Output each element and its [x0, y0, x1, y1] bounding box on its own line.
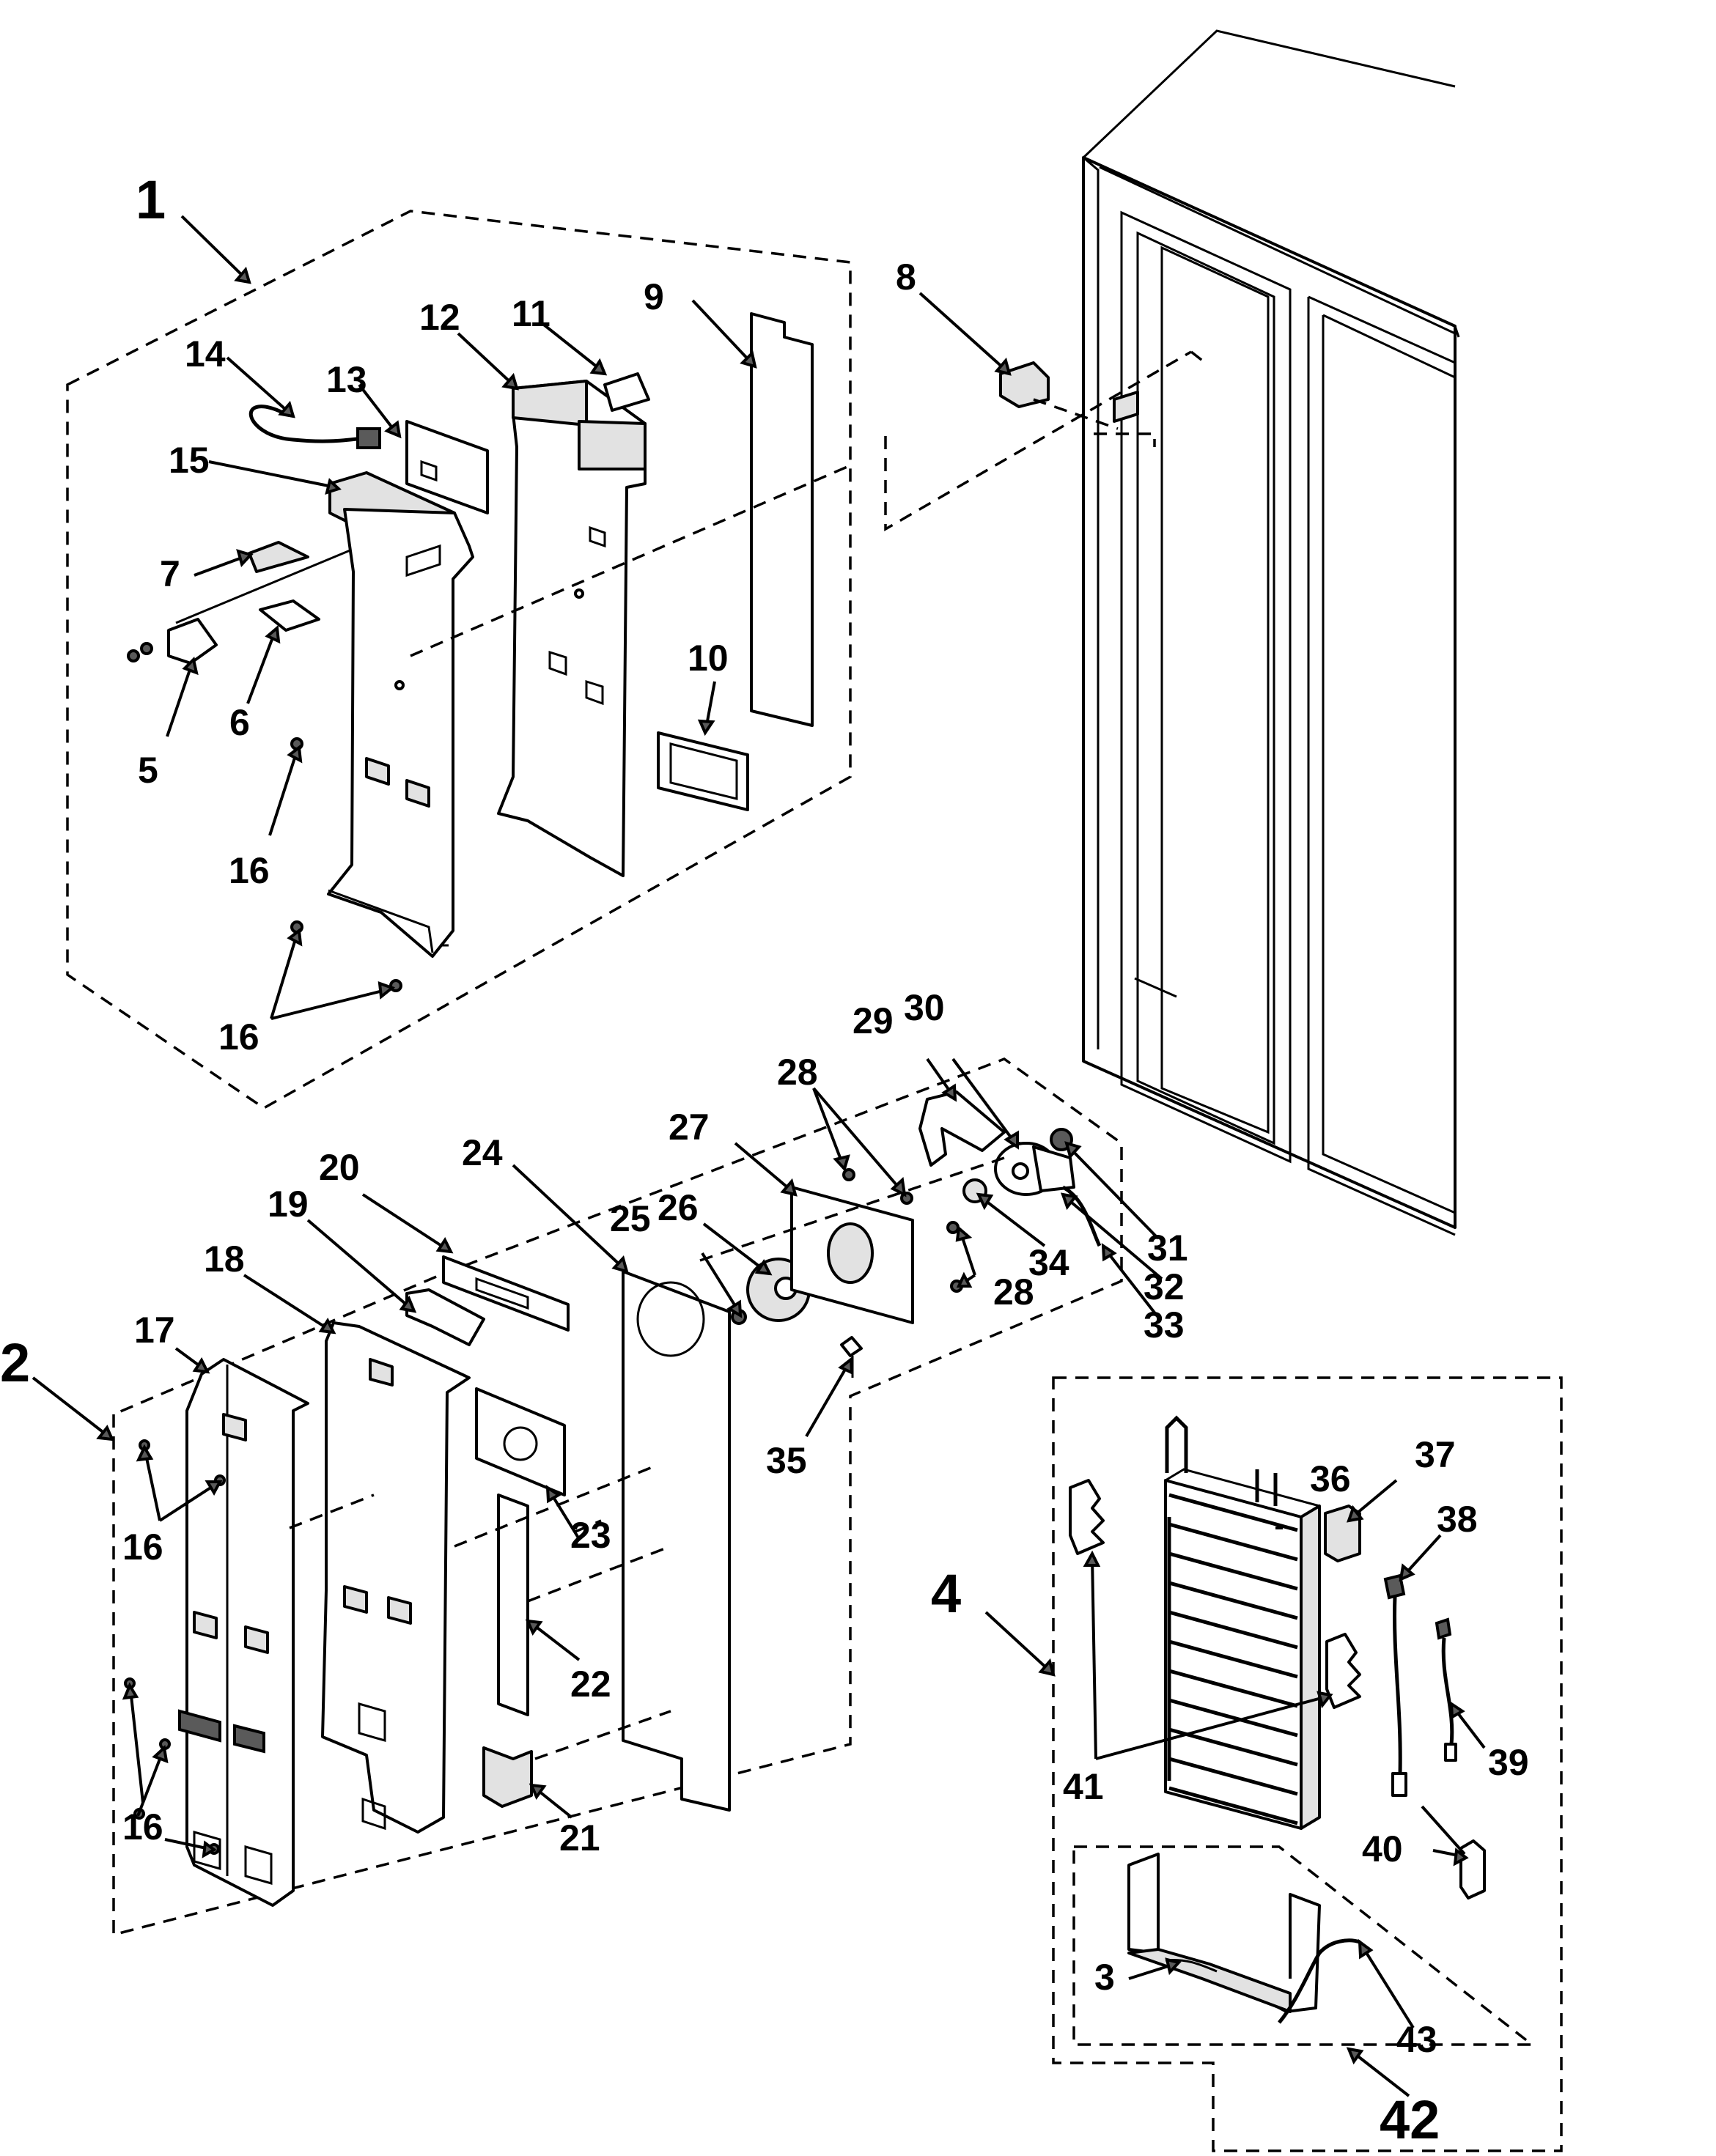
part-15-duct-body [327, 508, 474, 958]
callout-1: 1 [136, 169, 166, 230]
callout-32: 32 [1144, 1266, 1185, 1307]
callout-41: 41 [1063, 1766, 1104, 1807]
callout-5: 5 [138, 750, 158, 791]
callout-31: 31 [1147, 1227, 1188, 1269]
callout-20: 20 [319, 1147, 360, 1188]
callout-42: 42 [1380, 2089, 1440, 2150]
callout-43: 43 [1396, 2019, 1437, 2060]
callout-4: 4 [931, 1563, 961, 1624]
part-23-plate [475, 1387, 566, 1496]
callout-12: 12 [419, 297, 460, 338]
callout-35: 35 [766, 1440, 807, 1481]
callout-21: 21 [559, 1817, 600, 1858]
callout-7: 7 [160, 553, 180, 594]
callout-40: 40 [1362, 1828, 1403, 1869]
callout-16-d: 16 [122, 1806, 163, 1847]
part-20-plate [442, 1255, 570, 1332]
callout-3: 3 [1094, 1957, 1115, 1998]
part-43-heater-wire [1278, 1938, 1360, 2024]
callout-30: 30 [904, 987, 945, 1028]
callout-24: 24 [462, 1132, 503, 1173]
callout-37: 37 [1415, 1434, 1456, 1475]
part-7-lever [248, 541, 309, 573]
callout-15: 15 [169, 440, 210, 481]
part-21-clip [482, 1746, 533, 1808]
part-5-bracket [167, 618, 218, 665]
part-14-wire-harness [248, 405, 381, 449]
part-11-clip [603, 372, 650, 412]
callout-9: 9 [644, 276, 664, 317]
assembly-2-outline [112, 1057, 1123, 1937]
callout-16-c: 16 [122, 1526, 163, 1568]
callout-10: 10 [688, 638, 729, 679]
part-40-clip [1459, 1839, 1486, 1900]
callout-labels: 1 2 4 42 3 5 6 7 8 9 10 11 12 13 14 15 1… [0, 169, 1529, 2150]
callout-8: 8 [896, 256, 916, 298]
callout-29: 29 [853, 1000, 894, 1041]
callout-22: 22 [570, 1664, 611, 1705]
callout-19: 19 [268, 1184, 309, 1225]
part-39-sensor [1435, 1617, 1457, 1762]
part-6-clip [259, 599, 320, 632]
callout-28-b: 28 [993, 1271, 1034, 1313]
part-22-pad [497, 1494, 529, 1716]
callout-6: 6 [229, 702, 250, 743]
callout-18: 18 [204, 1238, 245, 1280]
callout-16-b: 16 [218, 1016, 259, 1057]
callout-25: 25 [610, 1198, 651, 1239]
callout-28-a: 28 [777, 1052, 818, 1093]
callout-17: 17 [134, 1310, 175, 1351]
callout-16-a: 16 [229, 850, 270, 891]
callout-39: 39 [1488, 1742, 1529, 1783]
callout-13: 13 [326, 359, 367, 400]
part-41-bracket-right [1325, 1633, 1361, 1709]
callout-2: 2 [0, 1332, 30, 1393]
callout-11: 11 [512, 293, 550, 334]
part-19-bracket [405, 1288, 485, 1346]
part-36-evaporator [1164, 1415, 1321, 1830]
callout-14: 14 [185, 333, 226, 374]
part-3-drain-pan [1127, 1853, 1321, 2013]
part-41-bracket-left [1069, 1479, 1105, 1555]
callout-27: 27 [669, 1107, 710, 1148]
callout-23: 23 [570, 1515, 611, 1556]
part-32-fan-motor [994, 1142, 1075, 1196]
callout-36: 36 [1310, 1458, 1351, 1499]
part-18-panel [321, 1321, 471, 1834]
callout-26: 26 [658, 1187, 699, 1228]
callout-33: 33 [1144, 1304, 1185, 1345]
leader-arrows [32, 215, 1486, 2097]
part-29-motor-cover [918, 1090, 1006, 1167]
callout-34: 34 [1028, 1242, 1069, 1283]
refrigerator-cabinet [1082, 29, 1460, 1236]
assembly-1-outline [66, 210, 852, 1110]
part-8-sensor [999, 361, 1050, 408]
callout-38: 38 [1437, 1499, 1478, 1540]
part-13-plate [405, 420, 489, 514]
part-24-cover [622, 1270, 731, 1812]
part-38-sensor [1383, 1573, 1407, 1797]
assembly-42-outline [1072, 1845, 1536, 2046]
part-10-seal [657, 731, 749, 811]
assembly-4-outline [1052, 1376, 1563, 2152]
part-9-pad [750, 312, 814, 727]
